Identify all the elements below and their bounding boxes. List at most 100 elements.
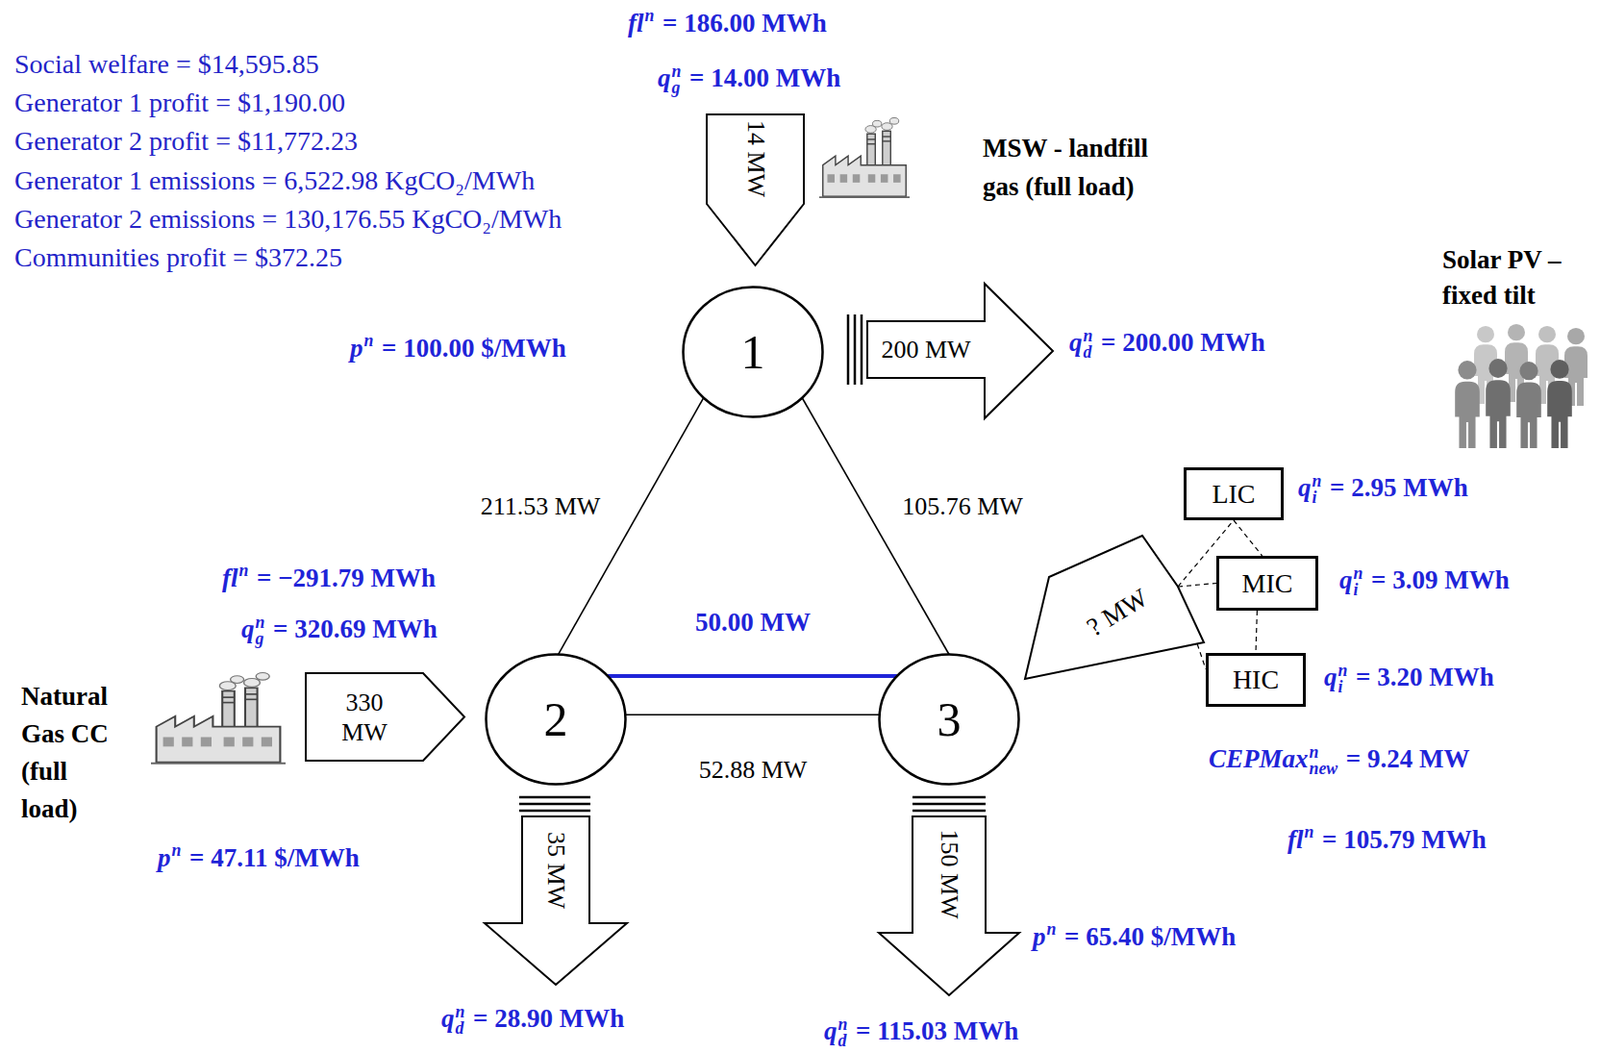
node-text: LIC — [1211, 477, 1255, 511]
dashed-link — [1177, 583, 1217, 588]
person-icon — [1547, 359, 1573, 449]
math-superscript: n — [672, 63, 682, 80]
person-icon — [1485, 358, 1511, 449]
math-symbol: q — [1298, 473, 1312, 502]
math-symbol: p — [350, 333, 364, 363]
arrow-outline — [305, 673, 465, 761]
math-superscript: n — [1312, 473, 1323, 490]
line-flow-label: 211.53 MW — [477, 491, 604, 522]
math-symbol: p — [157, 843, 172, 873]
math-label: fln= 186.00 MWh — [627, 7, 827, 37]
math-superscript: n — [1338, 662, 1349, 679]
math-label: qni= 3.20 MWh — [1324, 662, 1495, 696]
math-symbol: q — [657, 63, 672, 93]
math-symbol: q — [441, 1003, 455, 1033]
math-label: qni= 3.09 MWh — [1339, 565, 1510, 599]
arrow-outline — [878, 816, 1020, 996]
math-superscript: n — [1083, 327, 1094, 345]
math-value: = −291.79 MWh — [256, 563, 436, 593]
congested-line — [607, 674, 898, 678]
community-box: LIC — [1183, 467, 1284, 521]
math-subscript: new — [1309, 760, 1339, 777]
math-value: = 65.40 $/MWh — [1064, 922, 1236, 951]
arrow-outline — [706, 114, 804, 266]
node-text: 3 — [937, 690, 962, 749]
community-icon — [1454, 324, 1588, 449]
box-outline — [1218, 557, 1318, 610]
generation-arrow: 330 MW — [305, 673, 465, 761]
bus-circle: 1 — [681, 285, 825, 419]
plant-label: Natural Gas CC (full load) — [21, 677, 118, 828]
math-label: pn = 65.40 $/MWh — [1032, 921, 1236, 950]
transmission-line — [558, 398, 704, 655]
math-superscript: n — [239, 560, 250, 580]
community-box: HIC — [1205, 652, 1306, 707]
bus-outline — [879, 654, 1020, 785]
math-symbol: q — [1324, 662, 1338, 692]
results-summary: Generator 2 profit = $11,772.23 — [14, 125, 358, 158]
busbar-stripe — [912, 802, 986, 806]
node-text: MIC — [1242, 567, 1294, 600]
script-stack: ni — [1353, 565, 1364, 599]
math-symbol: p — [1032, 922, 1047, 951]
math-symbol: fl — [1287, 825, 1304, 854]
math-subscript: i — [1353, 581, 1364, 599]
node-text: 1 — [741, 323, 766, 381]
math-value: = 2.95 MWh — [1329, 473, 1469, 502]
line-flow-label: 105.76 MW — [899, 491, 1026, 522]
math-superscript: n — [455, 1003, 466, 1021]
math-subscript: d — [455, 1020, 466, 1037]
bus-outline — [486, 654, 626, 785]
script-stack: ni — [1312, 473, 1323, 506]
math-superscript: n — [1309, 744, 1339, 761]
results-summary: Generator 2 emissions = 130,176.55 KgCO₂… — [14, 202, 562, 236]
math-subscript: g — [672, 79, 682, 97]
math-superscript: n — [838, 1016, 849, 1033]
plant-label: MSW - landfill gas (full load) — [982, 128, 1175, 206]
math-label: qng= 14.00 MWh — [657, 63, 841, 97]
math-label: fln= −291.79 MWh — [222, 562, 436, 592]
node-text: 330 MW — [330, 686, 399, 747]
script-stack: nnew — [1309, 744, 1339, 777]
math-symbol: fl — [627, 8, 645, 38]
math-label: qnd= 200.00 MWh — [1069, 327, 1266, 361]
math-label: qni= 2.95 MWh — [1298, 473, 1469, 506]
busbar-symbol — [519, 797, 591, 811]
results-summary: Social welfare = $14,595.85 — [14, 48, 320, 81]
math-symbol: CEPMax — [1208, 744, 1309, 774]
generation-arrow: 14 MW — [706, 114, 804, 266]
math-superscript: n — [1304, 822, 1315, 842]
arrow-outline — [484, 816, 627, 985]
math-value: = 320.69 MWh — [273, 614, 438, 644]
busbar-stripe — [847, 314, 850, 385]
person-icon — [1454, 360, 1480, 449]
math-subscript: d — [838, 1032, 849, 1050]
math-value: = 105.79 MWh — [1322, 825, 1487, 854]
math-value: = 47.11 $/MWh — [189, 843, 360, 873]
math-superscript: n — [255, 614, 266, 631]
math-superscript: n — [1353, 565, 1364, 582]
math-label: qnd= 115.03 MWh — [824, 1016, 1019, 1050]
math-value: = 9.24 MW — [1346, 744, 1471, 774]
math-superscript: n — [172, 840, 182, 860]
busbar-stripe — [519, 796, 591, 800]
busbar-stripe — [519, 809, 591, 813]
plant-label: Solar PV – fixed tilt — [1442, 242, 1595, 314]
math-label: pn= 100.00 $/MWh — [350, 332, 567, 362]
script-stack: ni — [1338, 662, 1349, 696]
node-text: 200 MW — [880, 334, 971, 365]
node-text: 2 — [544, 690, 569, 749]
bus-circle: 2 — [484, 652, 627, 786]
math-symbol: q — [824, 1016, 838, 1046]
arrow-outline — [867, 283, 1053, 419]
dashed-link — [1233, 520, 1263, 556]
math-symbol: q — [241, 614, 255, 644]
math-label: CEPMaxnnew= 9.24 MW — [1208, 744, 1470, 777]
person-icon — [1516, 361, 1542, 449]
line-flow-label: 52.88 MW — [696, 754, 811, 785]
math-superscript: n — [1047, 919, 1057, 939]
node-text: HIC — [1232, 663, 1279, 697]
box-outline — [1207, 654, 1305, 706]
math-subscript: i — [1312, 489, 1323, 506]
